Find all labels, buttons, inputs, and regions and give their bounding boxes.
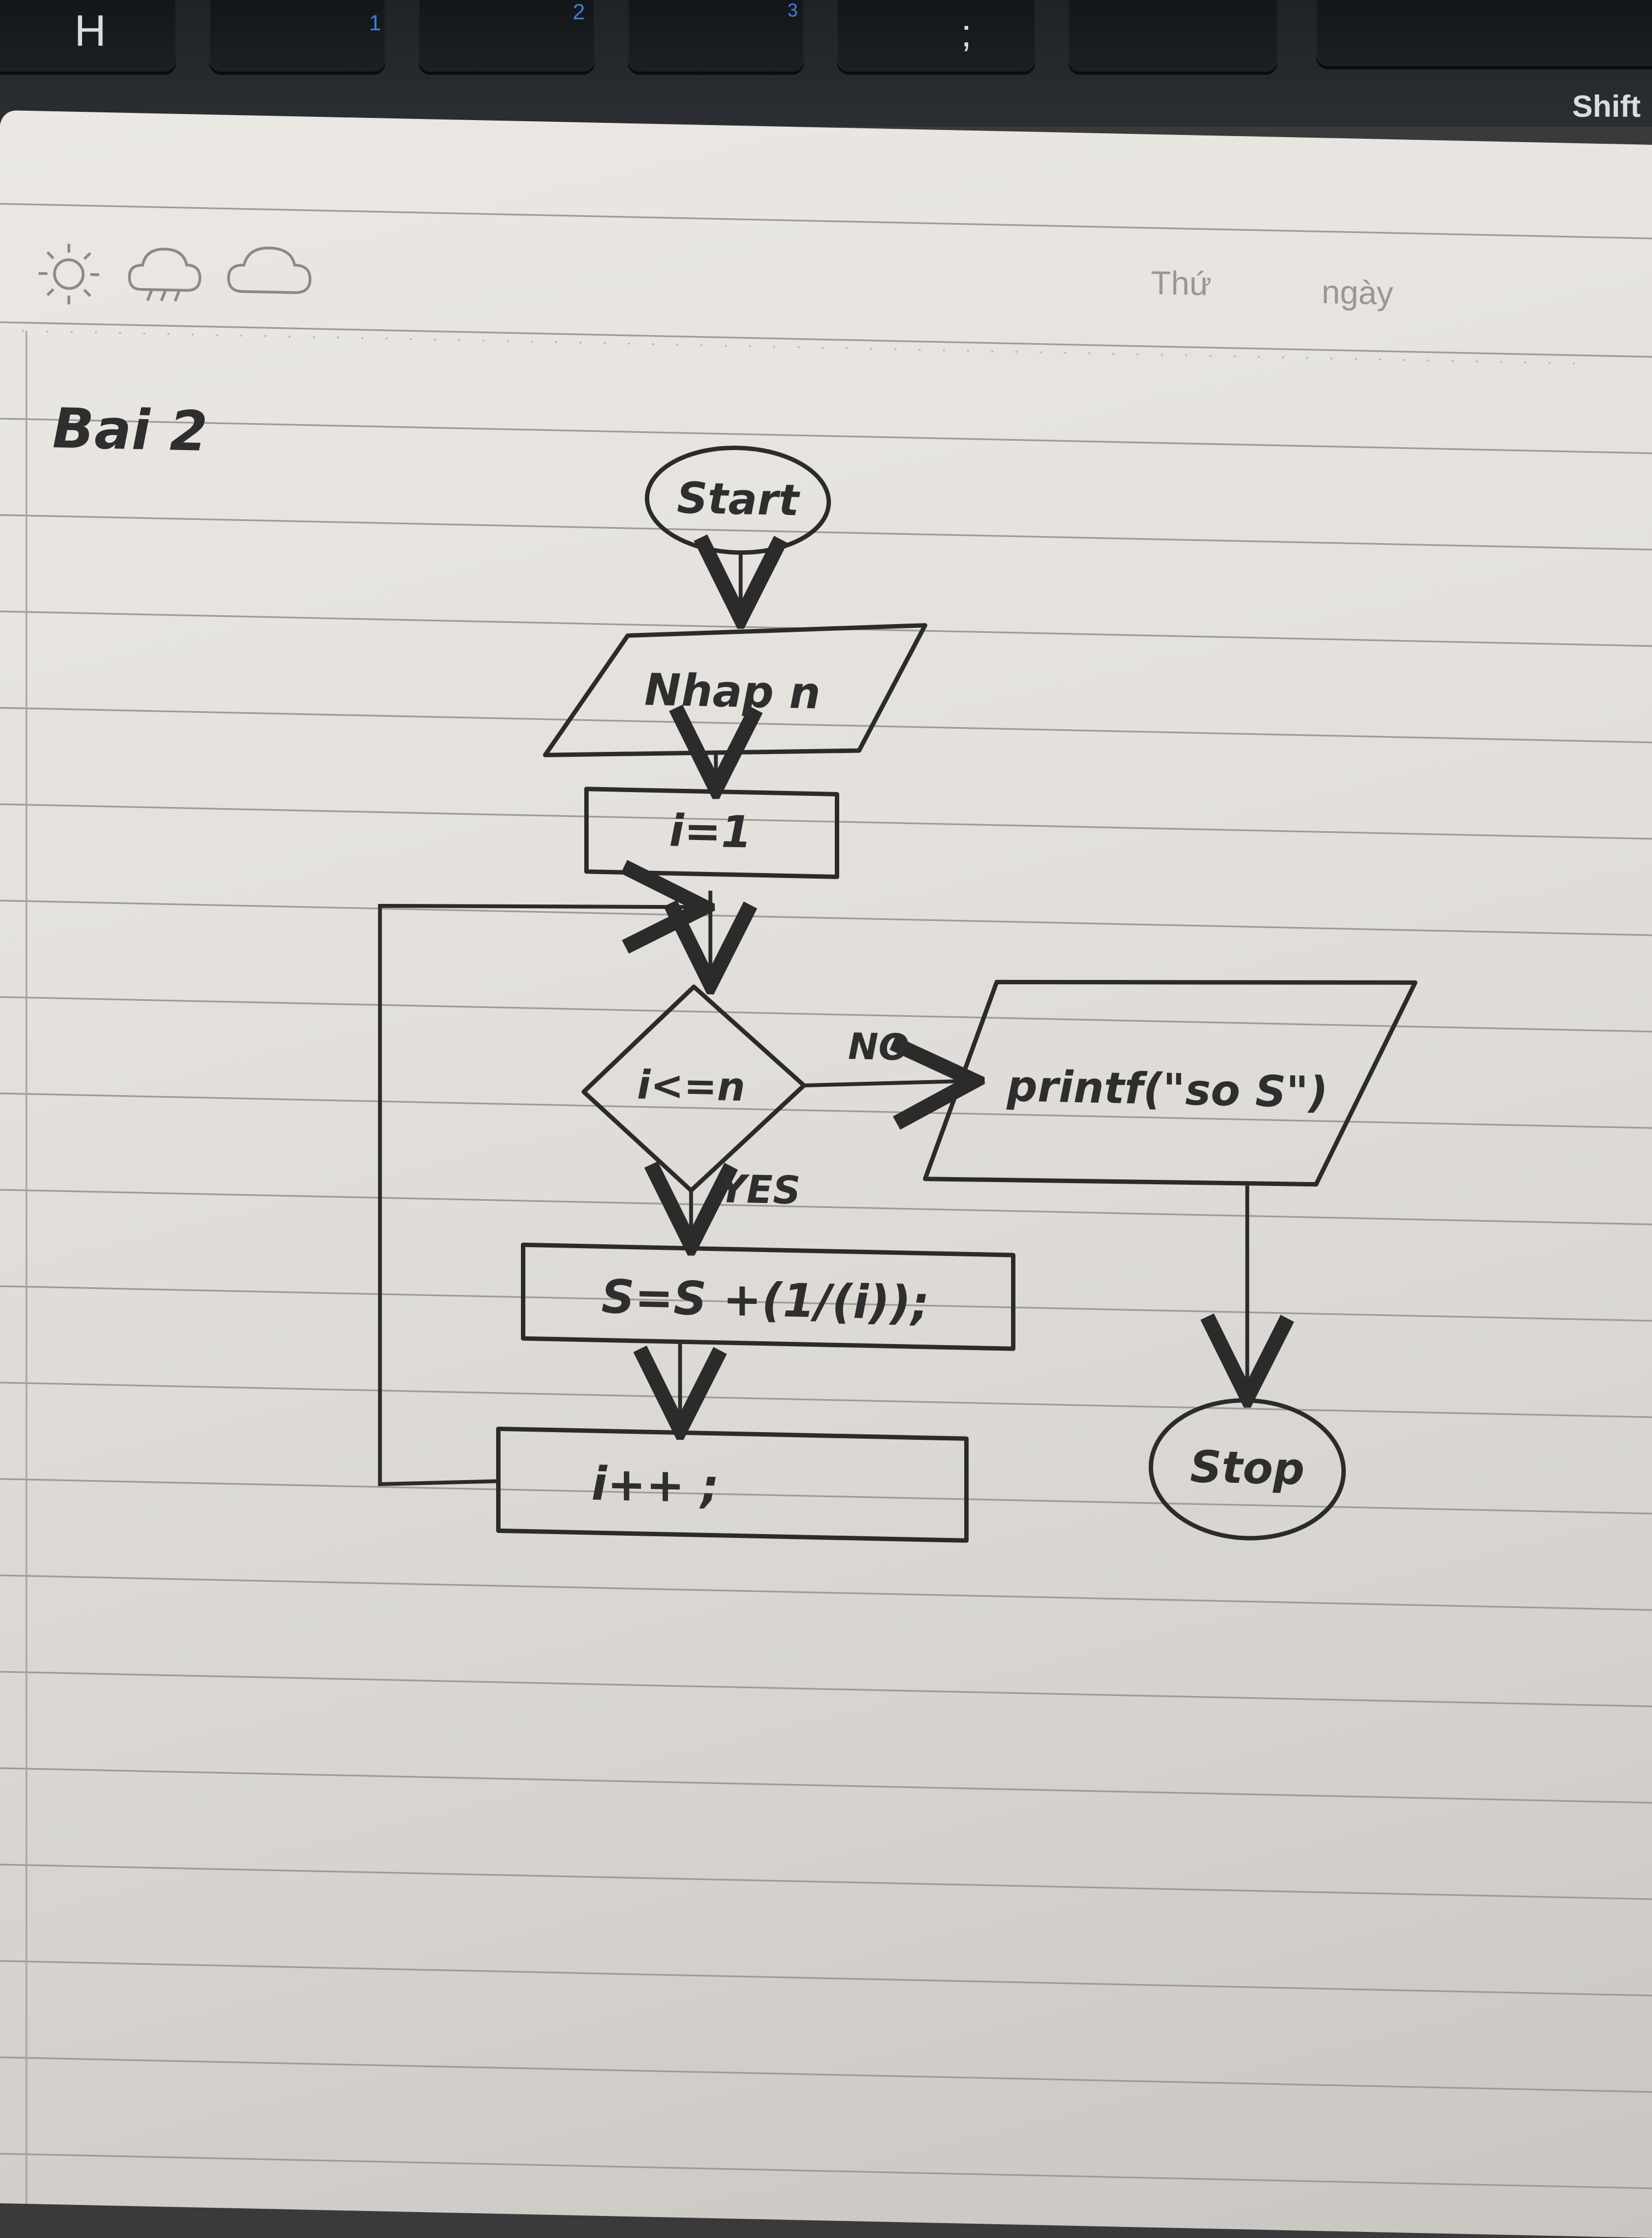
condition-label: i<=n xyxy=(637,1061,746,1110)
notebook-page: Thứ ngày Bai 2 Start Nhap n xyxy=(0,110,1652,2238)
input-label: Nhap n xyxy=(644,664,820,719)
key-legend-shift: Shift xyxy=(1572,88,1640,124)
sun-icon xyxy=(39,243,99,305)
keyboard-key-slash xyxy=(1068,0,1278,72)
header-date-label: ngày xyxy=(1322,273,1393,312)
notebook-drawing: Thứ ngày Bai 2 Start Nhap n xyxy=(0,110,1652,2238)
cloud-icon xyxy=(229,247,310,293)
keyboard-key-shift xyxy=(1316,0,1652,66)
exercise-title: Bai 2 xyxy=(52,396,208,464)
increment-process-box xyxy=(498,1429,966,1541)
rain-cloud-icon xyxy=(129,248,200,302)
start-label: Start xyxy=(677,474,801,526)
stop-label: Stop xyxy=(1190,1441,1305,1494)
keyboard-key-h: H xyxy=(0,0,176,72)
increment-label: i++ ; xyxy=(591,1457,719,1514)
no-label: NO xyxy=(848,1025,909,1069)
yes-label: YES xyxy=(719,1166,801,1213)
output-label: printf("so S") xyxy=(1006,1061,1328,1118)
header-day-label: Thứ xyxy=(1151,264,1211,302)
key-sub-legend: 1 xyxy=(369,11,381,36)
keyboard-background: H 1 2 3 ; Shift xyxy=(0,0,1652,127)
key-legend: ; xyxy=(961,11,971,55)
init-label: i=1 xyxy=(669,805,752,858)
key-legend: H xyxy=(74,6,106,56)
key-sub-legend: 3 xyxy=(787,0,798,21)
keyboard-key-2: 2 xyxy=(419,0,595,72)
loop-back-arrow xyxy=(380,900,705,1491)
header-dotted-line xyxy=(22,331,1597,364)
key-sub-legend: 2 xyxy=(573,0,585,25)
ruled-lines xyxy=(0,204,1652,2188)
keyboard-key-1: 1 xyxy=(209,0,385,72)
keyboard-key-3: 3 xyxy=(628,0,804,72)
accumulate-label: S=S +(1/(i)); xyxy=(601,1270,930,1330)
keyboard-key-semicolon: ; xyxy=(837,0,1035,72)
arrow-condition-no xyxy=(804,1077,975,1089)
